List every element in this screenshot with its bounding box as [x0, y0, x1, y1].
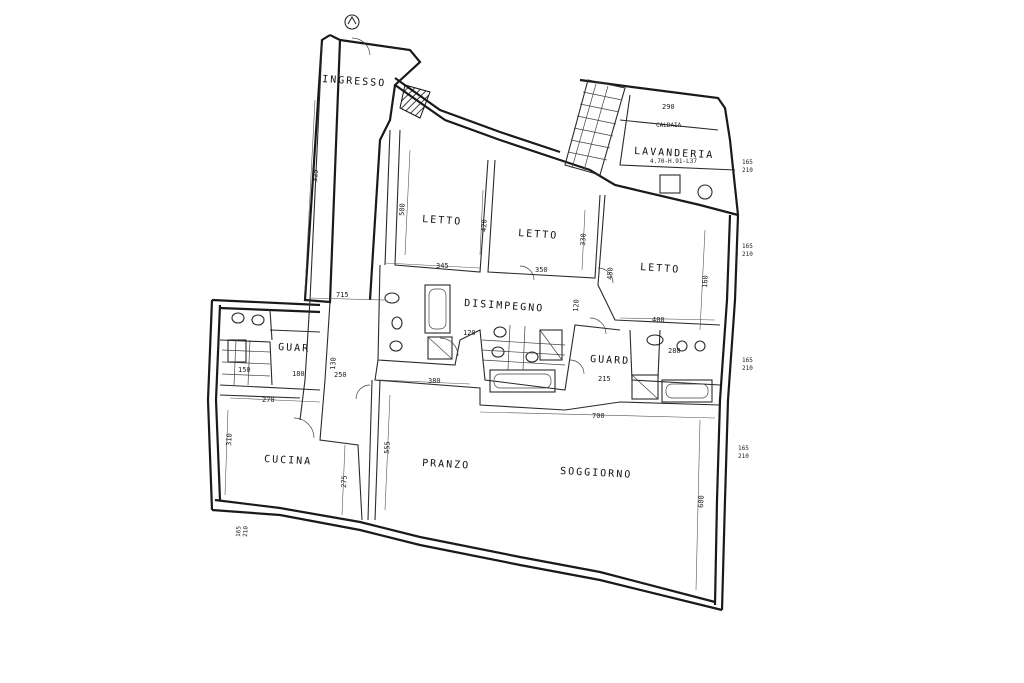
window-mark-3b: 210	[742, 365, 753, 372]
window-mark-5: 165	[235, 526, 243, 538]
dim-120b: 120	[572, 299, 581, 312]
fixtures	[221, 174, 713, 403]
dim-400: 400	[652, 316, 665, 324]
dim-180: 180	[292, 370, 305, 378]
dim-555: 555	[383, 441, 392, 454]
room-caldaia: CALDAIA	[656, 122, 682, 129]
window-mark-4b: 210	[738, 453, 749, 460]
dim-350: 350	[535, 266, 548, 274]
window-mark-2: 165	[742, 243, 753, 250]
dim-330: 330	[579, 233, 588, 246]
dim-700: 700	[592, 412, 605, 420]
window-mark-1: 165	[742, 159, 753, 166]
dim-290: 290	[662, 103, 675, 111]
entrance-arrow-icon	[344, 14, 360, 30]
room-letto-1: LETTO	[422, 214, 463, 228]
dimension-lines	[224, 99, 716, 591]
dim-280: 280	[668, 347, 681, 355]
room-guard-left: GUAR	[278, 342, 311, 355]
dim-380: 380	[428, 377, 441, 385]
dim-130: 130	[329, 357, 338, 370]
room-letto-3: LETTO	[640, 262, 681, 276]
dim-715: 715	[336, 291, 349, 299]
room-cucina: CUCINA	[264, 454, 313, 468]
window-mark-5b: 210	[242, 526, 250, 538]
room-pranzo: PRANZO	[422, 458, 471, 472]
dim-345: 345	[436, 262, 449, 270]
dim-310: 310	[225, 433, 234, 446]
dim-250: 250	[334, 371, 347, 379]
dim-270: 270	[262, 396, 275, 404]
room-guard-right: GUARD	[590, 354, 631, 367]
room-disimpegno: DISIMPEGNO	[464, 298, 545, 315]
window-mark-4: 165	[738, 445, 749, 452]
stair	[564, 79, 626, 176]
dim-600: 600	[697, 495, 706, 508]
dim-275: 275	[340, 475, 349, 488]
dim-325: 325	[311, 169, 320, 182]
dim-bad-1: 4.70-H.91-L37	[650, 158, 697, 165]
shaft	[399, 84, 431, 119]
dimension-labels: 325 715 500 420 345 350 330 450 400 120 …	[225, 103, 710, 508]
room-ingresso: INGRESSO	[322, 74, 387, 89]
window-mark-1b: 210	[742, 167, 753, 174]
interior-walls	[219, 44, 736, 521]
dim-450: 450	[606, 267, 615, 280]
room-soggiorno: SOGGIORNO	[560, 466, 633, 481]
window-marks: 165 210 165 210 165 210 165 210 165 210	[235, 159, 753, 537]
window-mark-2b: 210	[742, 251, 753, 258]
window-mark-3: 165	[742, 357, 753, 364]
room-lavanderia: LAVANDERIA	[634, 146, 715, 161]
dim-160: 160	[701, 275, 710, 288]
dim-215: 215	[598, 375, 611, 383]
room-letto-2: LETTO	[518, 228, 559, 242]
doors	[293, 37, 614, 439]
dim-500: 500	[398, 203, 407, 216]
room-labels: INGRESSO LAVANDERIA CALDAIA LETTO LETTO …	[264, 74, 715, 481]
dim-120: 120	[463, 329, 476, 337]
dim-420: 420	[480, 219, 489, 232]
dim-150: 150	[238, 366, 251, 374]
